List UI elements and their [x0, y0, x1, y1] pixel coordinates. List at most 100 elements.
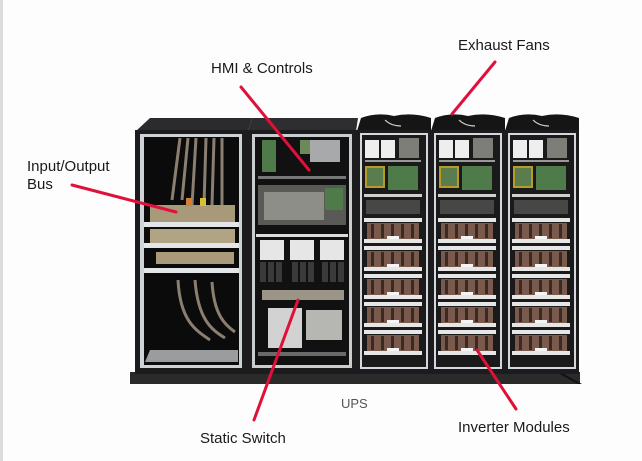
- cabinet-top: [136, 118, 252, 131]
- cabinet-top: [248, 118, 358, 131]
- module-slot: [559, 280, 562, 294]
- module-handle: [535, 292, 547, 295]
- shelf: [258, 352, 346, 356]
- base-foot-right: [556, 372, 582, 384]
- module-slot: [475, 252, 478, 266]
- bus-plate: [150, 229, 235, 243]
- module-handle: [461, 236, 473, 239]
- module-slot: [391, 280, 394, 294]
- module-slot: [411, 280, 414, 294]
- module-slot: [549, 280, 552, 294]
- module-slot: [475, 308, 478, 322]
- module-slot: [549, 308, 552, 322]
- module-handle: [387, 348, 399, 351]
- module-tray-lip: [438, 330, 496, 334]
- module-slot: [455, 280, 458, 294]
- module-tray-base: [438, 351, 496, 355]
- module-tray-base: [438, 323, 496, 327]
- module-slot: [411, 336, 414, 350]
- module-slot: [485, 336, 488, 350]
- inverter-cabinet: [431, 114, 505, 374]
- module-tray-base: [438, 239, 496, 243]
- module-slot: [519, 224, 522, 238]
- module-slot: [529, 252, 532, 266]
- contactor: [365, 140, 379, 158]
- contactor: [439, 140, 453, 158]
- module-slot: [519, 308, 522, 322]
- module-slot: [391, 252, 394, 266]
- module-tray-lip: [364, 330, 422, 334]
- module-slot: [381, 308, 384, 322]
- module-slot: [445, 280, 448, 294]
- terminal-block: [547, 138, 567, 158]
- module-handle: [461, 320, 473, 323]
- static-switch-module: [268, 308, 302, 348]
- module-slot: [465, 308, 468, 322]
- module-tray-lip: [438, 302, 496, 306]
- module-slot: [381, 252, 384, 266]
- module-slot: [465, 224, 468, 238]
- inverter-cabinets: [357, 114, 579, 374]
- hmi-panel: [310, 140, 340, 162]
- module-slot: [411, 224, 414, 238]
- label-inverter-modules: Inverter Modules: [458, 419, 570, 436]
- module-slot: [519, 252, 522, 266]
- shelf: [365, 160, 421, 162]
- pcb: [367, 168, 383, 186]
- module-tray-base: [512, 351, 570, 355]
- module-slot: [455, 308, 458, 322]
- exhaust-fan-hood: [505, 114, 579, 131]
- bus-connector: [186, 198, 192, 206]
- terminal-block: [473, 138, 493, 158]
- module-slot: [475, 336, 478, 350]
- shelf: [144, 268, 239, 273]
- shelf: [256, 234, 348, 237]
- module-slot: [485, 224, 488, 238]
- module-slot: [445, 224, 448, 238]
- module-slot: [455, 224, 458, 238]
- left-border: [0, 0, 3, 461]
- module-handle: [387, 292, 399, 295]
- shelf: [512, 194, 570, 197]
- shelf: [144, 222, 239, 227]
- module-tray-lip: [438, 218, 496, 222]
- module-slot: [401, 308, 404, 322]
- heatsink: [514, 200, 568, 214]
- module-slot: [455, 336, 458, 350]
- pcb: [462, 166, 492, 190]
- module-tray-base: [364, 239, 422, 243]
- module-slot: [455, 252, 458, 266]
- module-slot: [549, 336, 552, 350]
- label-input-output-bus-line2: Bus: [27, 176, 53, 193]
- module-tray-base: [438, 267, 496, 271]
- module-tray-base: [438, 295, 496, 299]
- pcb: [388, 166, 418, 190]
- module-slot: [445, 336, 448, 350]
- switch-bus: [262, 290, 344, 300]
- module-slot: [485, 252, 488, 266]
- module-slot: [559, 336, 562, 350]
- inverter-cabinet: [357, 114, 431, 374]
- contactor: [455, 140, 469, 158]
- heatsink: [366, 200, 420, 214]
- cabinet-interior: [144, 137, 239, 365]
- module-tray-lip: [512, 274, 570, 278]
- module-slot: [519, 280, 522, 294]
- shelf: [364, 194, 422, 197]
- module-slot: [391, 224, 394, 238]
- pcb: [325, 188, 343, 210]
- cabinet-input-output: [135, 118, 252, 374]
- cabinet-static-switch: [247, 118, 358, 374]
- module-tray-base: [512, 267, 570, 271]
- module-tray-base: [364, 323, 422, 327]
- module-slot: [539, 224, 542, 238]
- module-handle: [387, 264, 399, 267]
- module-slot: [411, 308, 414, 322]
- module-tray-base: [512, 239, 570, 243]
- exhaust-fan-hood: [431, 114, 505, 131]
- module-slot: [529, 308, 532, 322]
- terminal-block: [399, 138, 419, 158]
- module-slot: [559, 224, 562, 238]
- shelf: [513, 160, 569, 162]
